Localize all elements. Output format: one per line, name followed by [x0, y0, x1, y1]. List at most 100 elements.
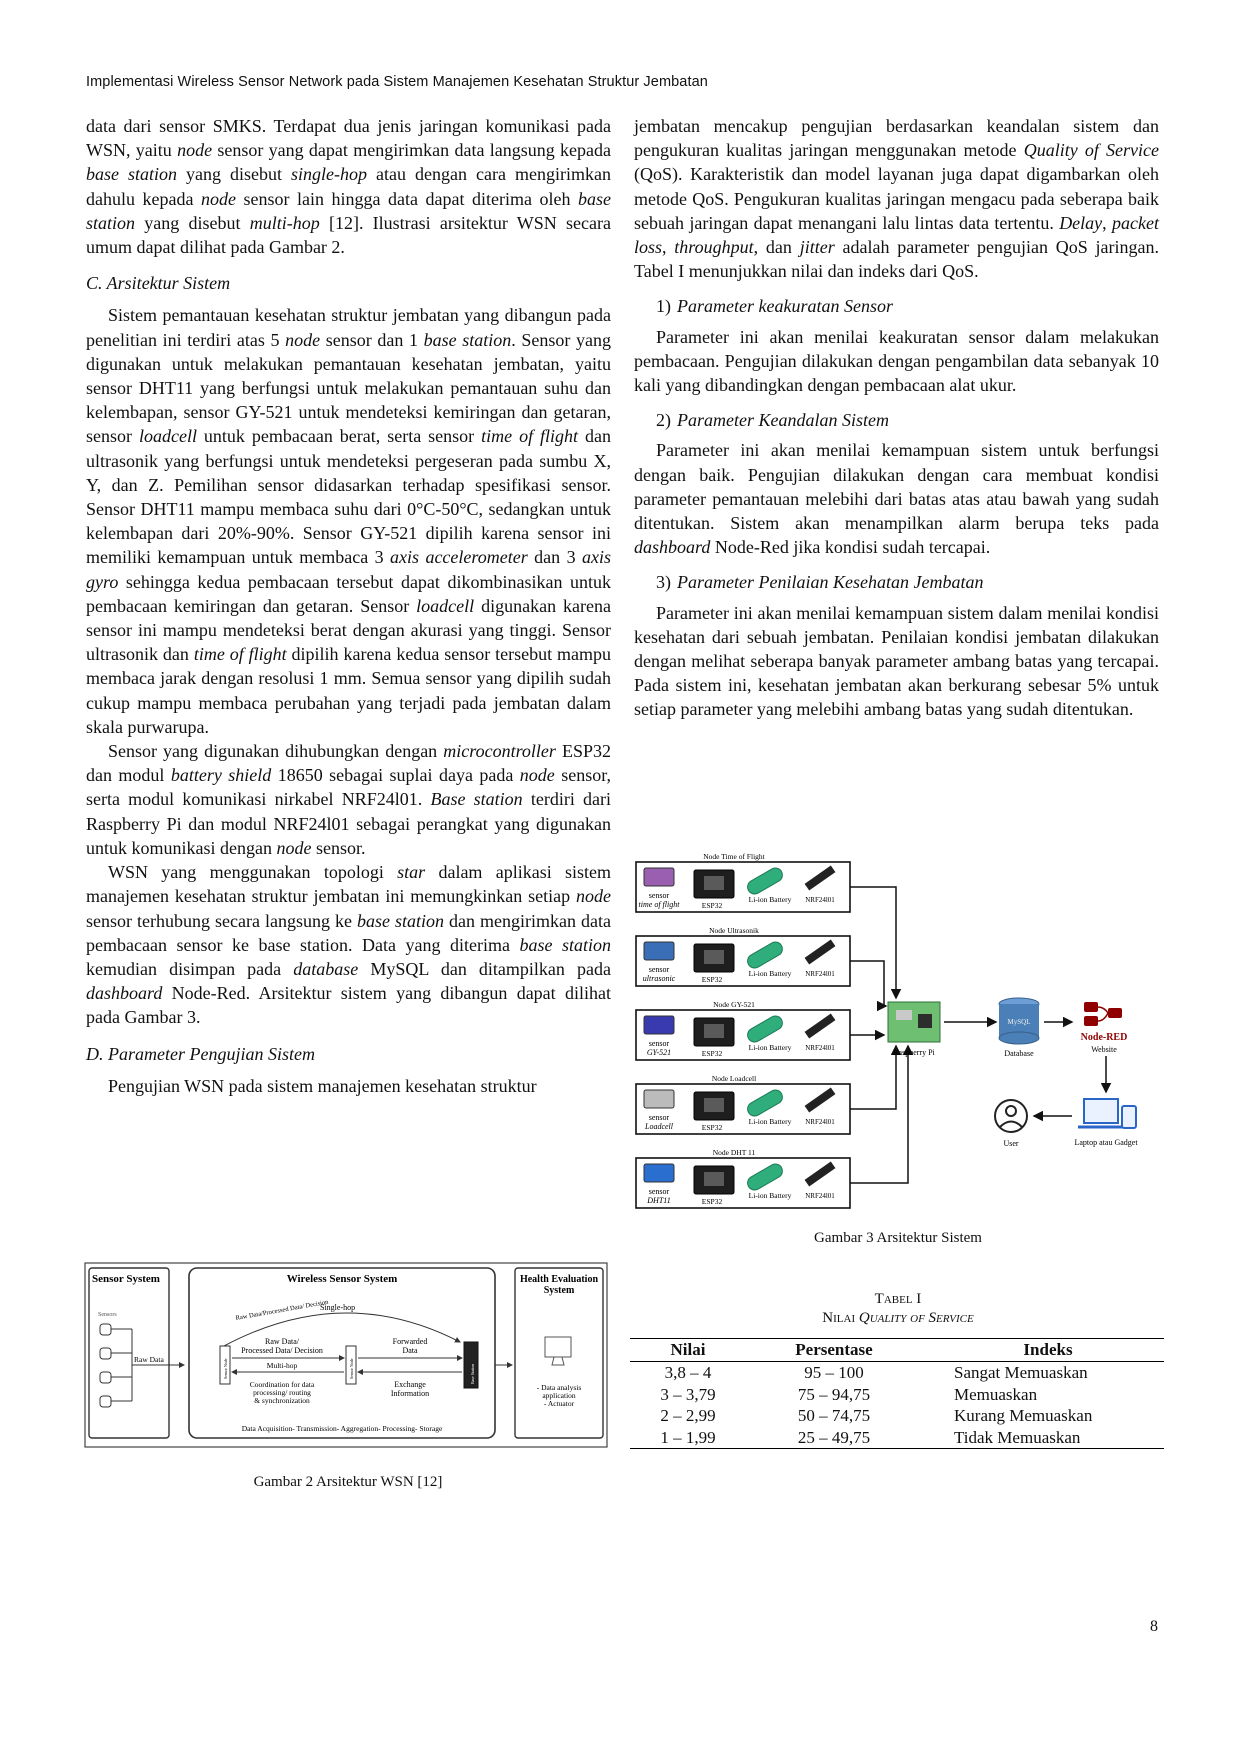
- svg-text:Li-ion Battery: Li-ion Battery: [749, 969, 792, 978]
- database-label: Database: [1004, 1049, 1034, 1058]
- monitor-icon: [544, 1336, 572, 1358]
- svg-text:Base Station: Base Station: [470, 1364, 475, 1384]
- wsn-stages: Data Acquisition- Transmission- Aggregat…: [242, 1424, 443, 1433]
- svg-text:NRF24l01: NRF24l01: [805, 1192, 835, 1200]
- svg-text:Processed Data/ Decision: Processed Data/ Decision: [241, 1346, 323, 1355]
- svg-text:System: System: [544, 1285, 575, 1296]
- svg-text:- Data analysis: - Data analysis: [537, 1383, 582, 1392]
- svg-text:Coordination for data: Coordination for data: [250, 1380, 315, 1389]
- svg-text:Node-RED: Node-RED: [1081, 1032, 1128, 1043]
- health-evaluation-box: [514, 1267, 604, 1439]
- node-red-logo: Node-RED: [1081, 1002, 1128, 1043]
- sensor-system-box: [88, 1267, 170, 1439]
- svg-text:Li-ion Battery: Li-ion Battery: [749, 895, 792, 904]
- table-header: Nilai: [630, 1338, 746, 1362]
- svg-text:Single-hop: Single-hop: [320, 1303, 355, 1312]
- svg-text:NRF24l01: NRF24l01: [805, 896, 835, 904]
- nrf24l01-icon: [804, 1013, 836, 1039]
- left-column: data dari sensor SMKS. Terdapat dua jeni…: [86, 114, 611, 1098]
- svg-text:Exchange: Exchange: [394, 1380, 426, 1389]
- sensor-system-label: Sensor System: [92, 1273, 160, 1285]
- battery-icon: [747, 1015, 783, 1043]
- svg-text:Sensors: Sensors: [98, 1312, 117, 1318]
- table-caption: Tabel I Nilai Quality of Service: [822, 1291, 974, 1326]
- svg-text:Sensor Node: Sensor Node: [223, 1358, 228, 1379]
- user-label: User: [1003, 1139, 1018, 1148]
- sensor-node-1: [219, 1345, 231, 1385]
- base-station: [463, 1341, 479, 1389]
- subsection-heading-3: 3)Parameter Penilaian Kesehatan Jembatan: [656, 572, 984, 593]
- paragraph: Sistem pemantauan kesehatan struktur jem…: [86, 305, 612, 737]
- sensor-icon: [643, 1089, 675, 1109]
- running-header: Implementasi Wireless Sensor Network pad…: [86, 74, 708, 90]
- paragraph: Parameter ini akan menilai kemampuan sis…: [634, 602, 1159, 720]
- nrf24l01-icon: [804, 939, 836, 965]
- svg-text:processing/ routing: processing/ routing: [253, 1388, 311, 1397]
- svg-text:sensor: sensor: [649, 1039, 670, 1048]
- subsection-heading-1: 1)Parameter keakuratan Sensor: [656, 296, 893, 317]
- paragraph: WSN yang menggunakan topologi star dalam…: [86, 862, 612, 1028]
- paragraph: Sensor yang digunakan dihubungkan dengan…: [86, 741, 612, 858]
- battery-icon: [747, 1089, 783, 1117]
- wireless-sensor-system-box: [188, 1267, 496, 1439]
- battery-icon: [747, 941, 783, 969]
- node-title: Node Loadcell: [712, 1074, 756, 1083]
- table-header: Indeks: [922, 1338, 1164, 1362]
- subsection-heading-2: 2)Parameter Keandalan Sistem: [656, 410, 889, 431]
- node-title: Node Ultrasonik: [709, 926, 759, 935]
- svg-text:sensor: sensor: [649, 1113, 670, 1122]
- node-title: Node DHT 11: [713, 1148, 756, 1157]
- svg-text:Sensor Node: Sensor Node: [349, 1358, 354, 1379]
- figure-wsn-architecture: Sensor System Sensors Raw Data Wireless …: [84, 1262, 608, 1448]
- paragraph: Parameter ini akan menilai kemampuan sis…: [634, 440, 1159, 558]
- figure-3-caption: Gambar 3 Arsitektur Sistem: [814, 1230, 982, 1246]
- svg-text:Raw Data: Raw Data: [134, 1355, 164, 1364]
- laptop-label: Laptop atau Gadget: [1074, 1138, 1138, 1147]
- sensor-icon: [643, 1163, 675, 1183]
- website-label: Website: [1091, 1045, 1117, 1054]
- svg-text:MySQL: MySQL: [1008, 1018, 1031, 1026]
- laptop-gadget-icon: [1078, 1098, 1137, 1129]
- paragraph: Parameter ini akan menilai keakuratan se…: [634, 326, 1159, 396]
- svg-text:Raw Data/: Raw Data/: [265, 1337, 300, 1346]
- svg-text:sensor: sensor: [649, 891, 670, 900]
- svg-text:time of flight: time of flight: [639, 900, 681, 909]
- user-icon: [994, 1099, 1028, 1133]
- wireless-sensor-system-label: Wireless Sensor System: [287, 1273, 398, 1285]
- sensor-icon: [643, 1015, 675, 1035]
- nrf24l01-icon: [804, 865, 836, 891]
- battery-icon: [747, 867, 783, 895]
- figure-2-caption: Gambar 2 Arsitektur WSN [12]: [253, 1474, 443, 1490]
- svg-text:ESP32: ESP32: [702, 901, 723, 910]
- sensor-node-2: [345, 1345, 357, 1385]
- paragraph: data dari sensor SMKS. Terdapat dua jeni…: [86, 116, 611, 258]
- svg-text:sensor: sensor: [649, 965, 670, 974]
- right-column: jembatan mencakup pengujian berdasarkan …: [634, 114, 1159, 722]
- nrf24l01-icon: [804, 1087, 836, 1113]
- svg-text:DHT11: DHT11: [646, 1196, 670, 1205]
- page-number: 8: [1150, 1618, 1158, 1635]
- sensor-node-box: [635, 935, 851, 987]
- paragraph: jembatan mencakup pengujian berdasarkan …: [634, 116, 1159, 282]
- svg-text:NRF24l01: NRF24l01: [805, 1118, 835, 1126]
- svg-text:Data: Data: [402, 1346, 418, 1355]
- svg-text:NRF24l01: NRF24l01: [805, 970, 835, 978]
- raspberry-pi-icon: [887, 1001, 941, 1043]
- svg-text:sensor: sensor: [649, 1187, 670, 1196]
- section-heading-c: C. Arsitektur Sistem: [86, 273, 231, 294]
- paragraph: Pengujian WSN pada sistem manajemen kese…: [108, 1075, 537, 1096]
- svg-text:Li-ion Battery: Li-ion Battery: [749, 1191, 792, 1200]
- battery-icon: [747, 1163, 783, 1191]
- nrf24l01-icon: [804, 1161, 836, 1187]
- table-header: Persentase: [746, 1338, 922, 1362]
- svg-text:Li-ion Battery: Li-ion Battery: [749, 1043, 792, 1052]
- database-icon: MySQL: [998, 997, 1040, 1045]
- sensor-icon: [643, 941, 675, 961]
- svg-text:application: application: [542, 1391, 576, 1400]
